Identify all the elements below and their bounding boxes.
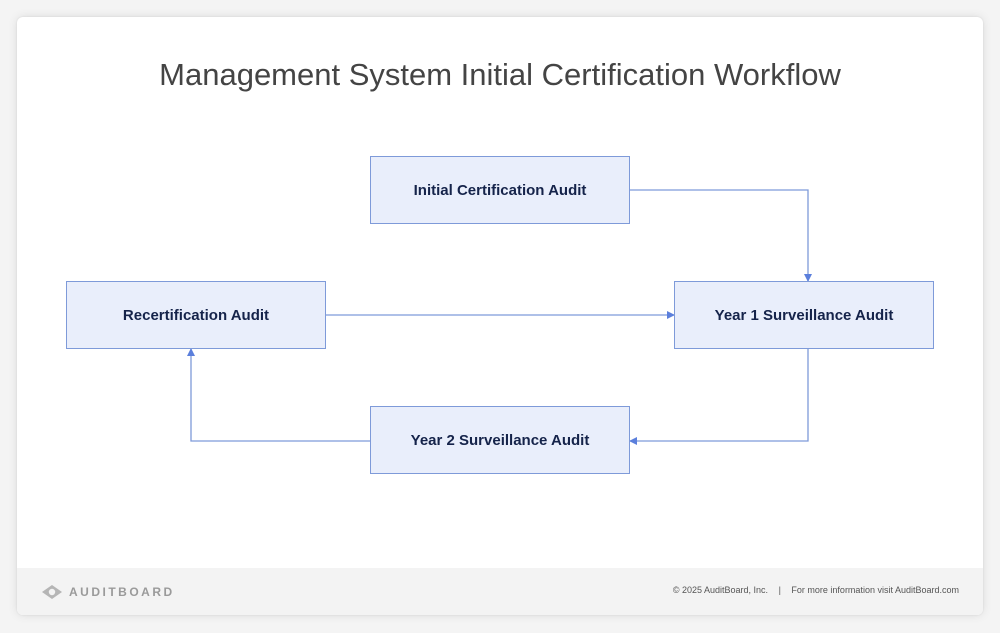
node-year2-surveillance-audit: Year 2 Surveillance Audit (370, 406, 630, 474)
copyright-text: © 2025 AuditBoard, Inc. (672, 585, 769, 595)
workflow-connectors (187, 189, 812, 445)
node-label: Initial Certification Audit (413, 181, 587, 199)
edge-initial-to-year1 (630, 189, 812, 282)
diagram-card: Management System Initial Certification … (17, 17, 983, 615)
node-recertification-audit: Recertification Audit (66, 281, 326, 349)
node-label: Year 2 Surveillance Audit (410, 431, 590, 449)
node-initial-certification-audit: Initial Certification Audit (370, 156, 630, 224)
logo-wordmark: AUDITBOARD (69, 585, 175, 599)
footer: AUDITBOARD © 2025 AuditBoard, Inc. | For… (17, 568, 983, 615)
auditboard-logo-icon (42, 585, 62, 599)
edge-year1-to-year2 (629, 349, 809, 445)
edge-year2-to-recert (187, 348, 370, 442)
node-label: Year 1 Surveillance Audit (714, 306, 894, 324)
page-title: Management System Initial Certification … (159, 57, 841, 92)
node-label: Recertification Audit (122, 306, 270, 324)
more-info-text: For more information visit AuditBoard.co… (791, 585, 959, 595)
footer-separator: | (778, 585, 781, 595)
node-year1-surveillance-audit: Year 1 Surveillance Audit (674, 281, 934, 349)
auditboard-logo: AUDITBOARD (41, 582, 175, 602)
footer-legal: © 2025 AuditBoard, Inc. | For more infor… (673, 585, 959, 595)
